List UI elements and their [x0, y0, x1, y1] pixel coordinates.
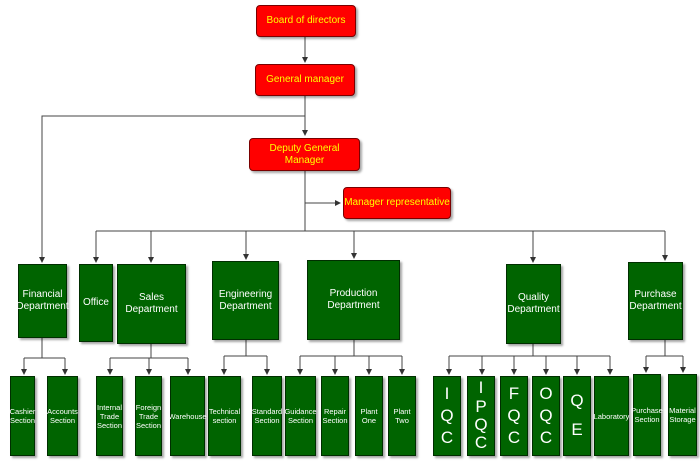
deputy-general-manager-label: Deputy General Manager [269, 142, 340, 166]
laboratory-box: Laboratory [594, 376, 629, 456]
ipqc-box: I P Q C [467, 376, 495, 456]
sales-department-box: Sales Department [117, 264, 186, 344]
iqc-box: I Q C [433, 376, 461, 456]
manager-representative-box: Manager representative [343, 187, 451, 219]
fqc-label: F Q C [507, 384, 521, 447]
guidance-section-label: Guidance Section [284, 407, 317, 425]
general-manager-label: General manager [266, 74, 344, 85]
qe-box: Q E [563, 376, 591, 456]
general-manager-box: General manager [255, 64, 355, 96]
standard-section-label: Standard Section [251, 407, 283, 425]
foreign-trade-section-label: Foreign Trade Section [135, 402, 162, 430]
plant-two-label: Plant Two [393, 407, 411, 425]
warehouse-box: Warehouse [168, 376, 207, 456]
purchase-department-label: Purchase Department [629, 289, 682, 312]
fqc-box: F Q C [500, 376, 528, 456]
repair-section-box: Repair Section [321, 376, 349, 456]
board-of-directors-box: Board of directors [256, 5, 356, 37]
standard-section-box: Standard Section [252, 376, 282, 456]
board-of-directors-label: Board of directors [266, 15, 346, 26]
financial-department-box: Financial Department [16, 264, 69, 338]
plant-one-label: Plant One [360, 407, 378, 425]
foreign-trade-section-box: Foreign Trade Section [135, 376, 162, 456]
manager-representative-label: Manager representative [344, 197, 450, 208]
cashier-section-box: Cashier Section [10, 376, 35, 456]
repair-section-label: Repair Section [322, 407, 348, 425]
purchase-section-label: Purchase Section [631, 406, 663, 424]
accounts-section-label: Accounts Section [47, 407, 78, 425]
laboratory-label: Laboratory [593, 411, 630, 421]
engineering-department-label: Engineering Department [218, 288, 273, 312]
accounts-section-box: Accounts Section [47, 376, 78, 456]
purchase-section-box: Purchase Section [631, 374, 663, 456]
purchase-department-box: Purchase Department [628, 262, 683, 340]
plant-two-box: Plant Two [388, 376, 416, 456]
technical-section-box: Technical section [208, 376, 241, 456]
internal-trade-section-box: Internal Trade Section [96, 376, 123, 456]
office-box: Office [79, 264, 113, 342]
ipqc-label: I P Q C [474, 378, 488, 453]
oqc-box: O Q C [532, 376, 560, 456]
internal-trade-section-label: Internal Trade Section [96, 402, 123, 430]
iqc-label: I Q C [440, 384, 454, 447]
quality-department-box: Quality Department [506, 264, 561, 344]
office-label: Office [83, 297, 109, 308]
material-storage-label: Material Storage [669, 406, 696, 424]
quality-department-label: Quality Department [507, 292, 560, 315]
warehouse-label: Warehouse [168, 411, 207, 421]
qe-label: Q E [570, 391, 584, 439]
sales-department-label: Sales Department [125, 292, 178, 315]
deputy-general-manager-box: Deputy General Manager [249, 138, 360, 171]
technical-section-label: Technical section [208, 407, 241, 425]
production-department-box: Production Department [307, 260, 400, 340]
plant-one-box: Plant One [355, 376, 383, 456]
oqc-label: O Q C [539, 384, 553, 447]
engineering-department-box: Engineering Department [212, 261, 279, 340]
financial-department-label: Financial Department [16, 289, 69, 312]
cashier-section-label: Cashier Section [9, 407, 36, 425]
production-department-label: Production Department [327, 288, 380, 311]
guidance-section-box: Guidance Section [284, 376, 317, 456]
material-storage-box: Material Storage [668, 374, 697, 456]
